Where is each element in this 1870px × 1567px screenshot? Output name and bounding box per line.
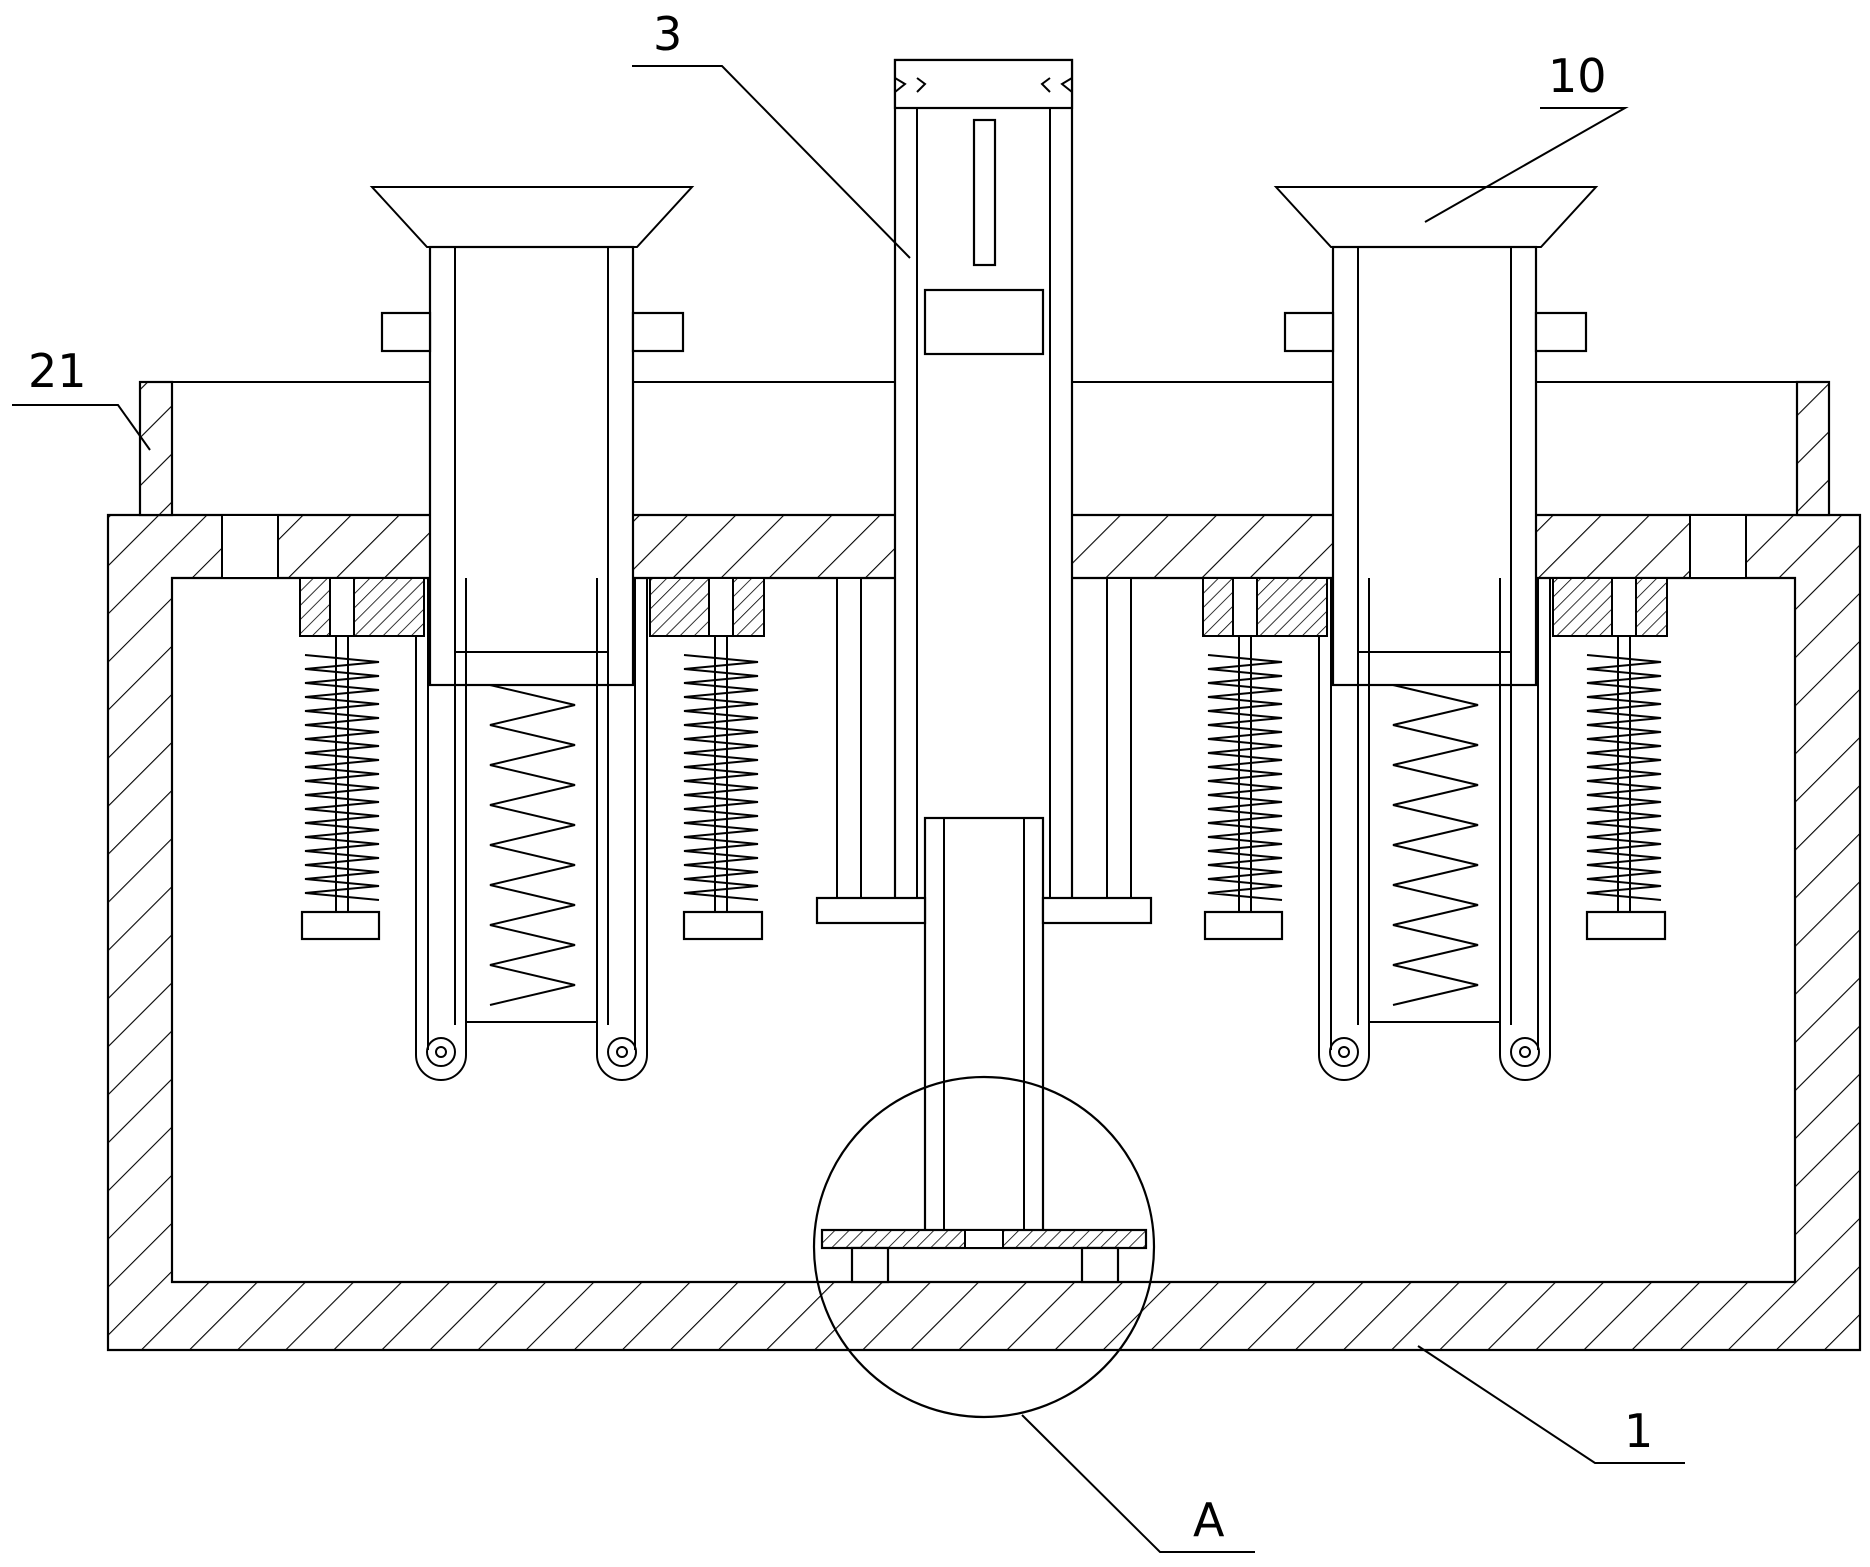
guide-foot-right xyxy=(1041,896,1153,925)
guide-foot-left xyxy=(815,896,927,925)
side-spring-right-a xyxy=(1207,654,1283,901)
flange-right-a xyxy=(1283,311,1335,353)
column-slot xyxy=(972,118,997,267)
base-foot-left xyxy=(850,1246,890,1284)
center-spring-left xyxy=(489,684,576,1006)
side-spring-right-b xyxy=(1586,654,1662,901)
hopper-left xyxy=(369,186,695,248)
base-foot-right xyxy=(1080,1246,1120,1284)
feed-tube-right xyxy=(1331,245,1538,687)
top-plate-slot xyxy=(1689,514,1747,579)
spring-block-left-a xyxy=(299,577,425,637)
spring-block-right-b xyxy=(1552,577,1668,637)
spring-foot-left-a xyxy=(300,910,381,941)
spring-foot-right-b xyxy=(1585,910,1667,941)
column-collar xyxy=(923,288,1045,356)
feed-assembly-left xyxy=(299,186,765,1081)
side-spring-left-a xyxy=(304,654,380,901)
side-guard-left xyxy=(138,380,174,517)
column-inner-rod xyxy=(923,816,1045,1240)
center-spring-right xyxy=(1392,684,1479,1006)
leaders xyxy=(12,65,1685,1553)
label-21: 21 xyxy=(28,344,87,398)
spring-foot-right-a xyxy=(1203,910,1284,941)
top-plate-slot xyxy=(221,514,279,579)
central-column xyxy=(815,58,1153,1284)
label-a: A xyxy=(1193,1493,1225,1547)
label-3: 3 xyxy=(653,7,682,61)
label-1: 1 xyxy=(1624,1404,1653,1458)
detail-circle-a xyxy=(812,1075,1156,1419)
label-10: 10 xyxy=(1548,49,1607,103)
side-spring-left-b xyxy=(683,654,759,901)
flange-left-b xyxy=(631,311,685,353)
spring-block-right-a xyxy=(1202,577,1328,637)
feed-tube-left xyxy=(428,245,635,687)
spring-foot-left-b xyxy=(682,910,764,941)
spring-block-left-b xyxy=(649,577,765,637)
guide-rod-left xyxy=(836,577,862,899)
column-cap xyxy=(893,58,1074,110)
side-guard-right xyxy=(1795,380,1831,517)
flange-right-b xyxy=(1534,311,1588,353)
flange-left-a xyxy=(380,311,432,353)
feed-assembly-right xyxy=(1202,186,1668,1081)
hopper-right xyxy=(1273,186,1599,248)
side-guards xyxy=(138,380,1831,517)
guide-rod-right xyxy=(1106,577,1132,899)
base-plate-gap xyxy=(964,1229,1004,1249)
